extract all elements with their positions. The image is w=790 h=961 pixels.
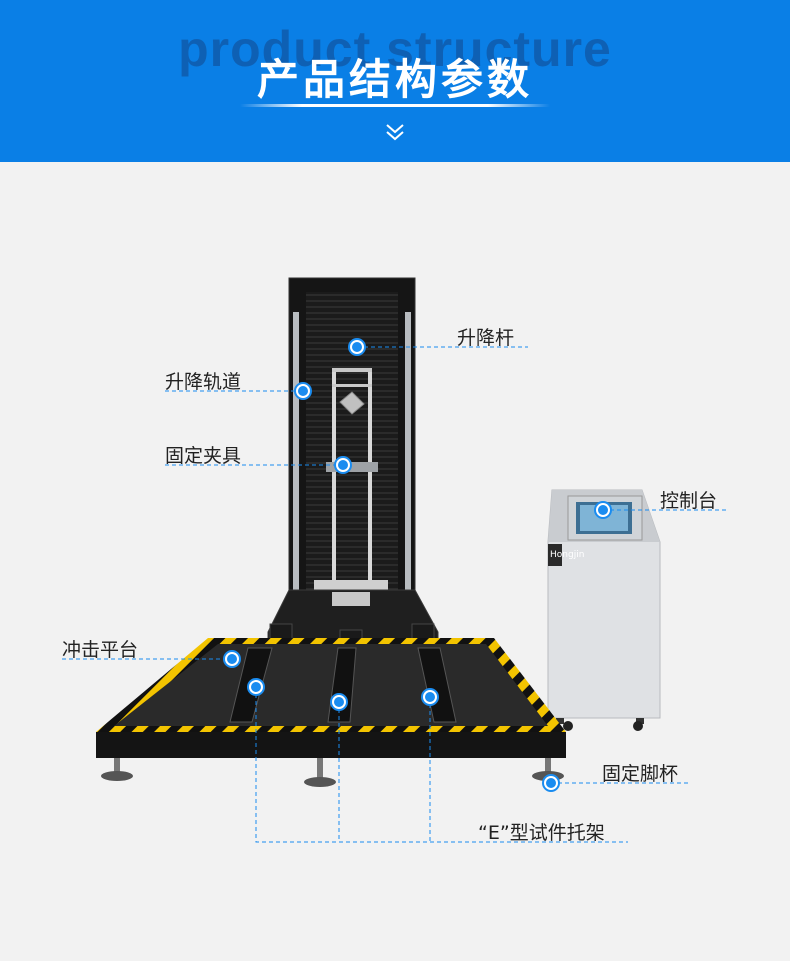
page-title: 产品结构参数 (256, 55, 533, 104)
impact-platform-shape (96, 638, 566, 758)
double-chevron-down-icon (386, 124, 404, 141)
header-banner: product structure 产品结构参数 (0, 0, 790, 162)
title-underline (240, 104, 550, 107)
impact-platform-marker-icon (223, 650, 241, 668)
label-lift-rail: 升降轨道 (165, 371, 242, 393)
label-impact-platform: 冲击平台 (62, 639, 139, 661)
e-tray-marker-middle-icon (330, 693, 348, 711)
label-lift-rod: 升降杆 (457, 327, 515, 349)
foot-cup-marker-icon (542, 774, 560, 792)
leveling-feet (101, 758, 564, 787)
e-tray-marker-left-icon (247, 678, 265, 696)
lift-rod-marker-icon (348, 338, 366, 356)
label-foot-cup: 固定脚杯 (602, 763, 679, 785)
fixture-marker-icon (334, 456, 352, 474)
header-background-word: product structure (178, 21, 612, 77)
brand-logo-text: Hongjin (550, 550, 584, 560)
label-fixture: 固定夹具 (165, 445, 242, 467)
control-console: Hongjin (547, 489, 661, 731)
label-console: 控制台 (660, 490, 718, 512)
drop-tester-illustration: Hongjin (62, 277, 726, 843)
lift-tower (288, 277, 416, 599)
e-tray-marker-right-icon (421, 688, 439, 706)
lift-rail-marker-icon (294, 382, 312, 400)
product-stage: Hongjin (0, 162, 790, 961)
leader-lines (62, 346, 726, 843)
console-marker-icon (594, 501, 612, 519)
label-e-tray: “E”型试件托架 (478, 822, 605, 844)
